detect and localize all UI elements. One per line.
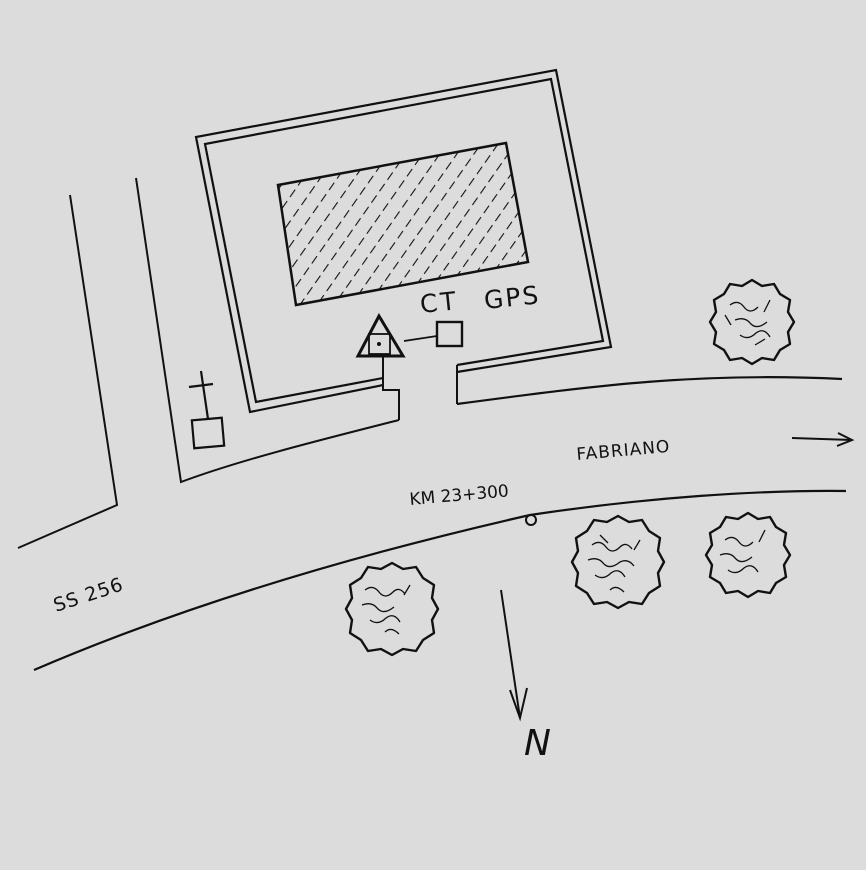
fabriano-label: FABRIANO xyxy=(576,437,671,465)
triangle-benchmark-icon xyxy=(355,312,406,385)
tree-texture xyxy=(361,299,771,635)
arrow-right-icon xyxy=(791,432,855,447)
tree-icon xyxy=(708,278,796,366)
tree-icon xyxy=(704,511,792,599)
building xyxy=(276,141,530,307)
gps-label: GPS xyxy=(483,280,542,315)
north-label: N xyxy=(524,723,551,764)
km-label: KM 23+300 xyxy=(409,481,510,510)
square-marker-icon xyxy=(403,320,464,348)
north-arrow-icon xyxy=(500,589,528,722)
access-drive xyxy=(382,365,458,420)
road-name-label: SS 256 xyxy=(51,573,127,616)
property-boundary xyxy=(194,68,613,414)
ct-label: CT xyxy=(419,286,461,319)
km-marker-icon xyxy=(525,514,537,526)
tree-icon xyxy=(570,514,666,610)
side-road xyxy=(17,177,400,549)
tree-icon xyxy=(344,278,796,657)
main-road-ss256 xyxy=(33,375,847,672)
tree-icon xyxy=(344,561,440,657)
cross-icon xyxy=(188,370,226,450)
